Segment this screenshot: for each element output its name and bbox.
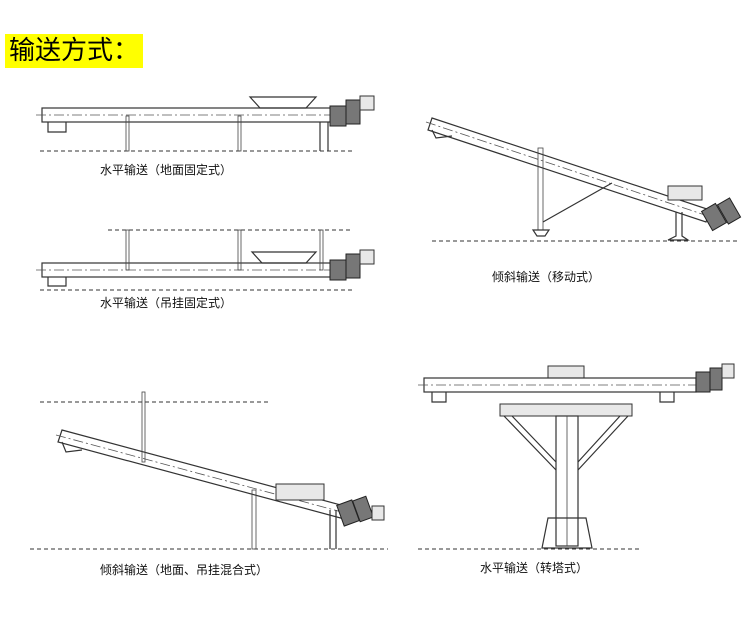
diagram-inclined-mobile	[425, 117, 742, 242]
caption-inclined-mixed: 倾斜输送（地面、吊挂混合式）	[100, 563, 269, 577]
diagram-horizontal-ground	[36, 95, 375, 152]
page-title: 输送方式：	[5, 34, 144, 68]
diagram-horizontal-tower	[418, 363, 735, 550]
caption-horizontal-ground: 水平输送（地面固定式）	[100, 163, 233, 177]
diagram-inclined-mixed	[30, 391, 388, 550]
diagram-horizontal-hanging	[36, 229, 375, 291]
caption-inclined-mobile: 倾斜输送（移动式）	[492, 270, 601, 284]
caption-horizontal-hanging: 水平输送（吊挂固定式）	[100, 296, 233, 310]
caption-horizontal-tower: 水平输送（转塔式）	[480, 561, 589, 575]
